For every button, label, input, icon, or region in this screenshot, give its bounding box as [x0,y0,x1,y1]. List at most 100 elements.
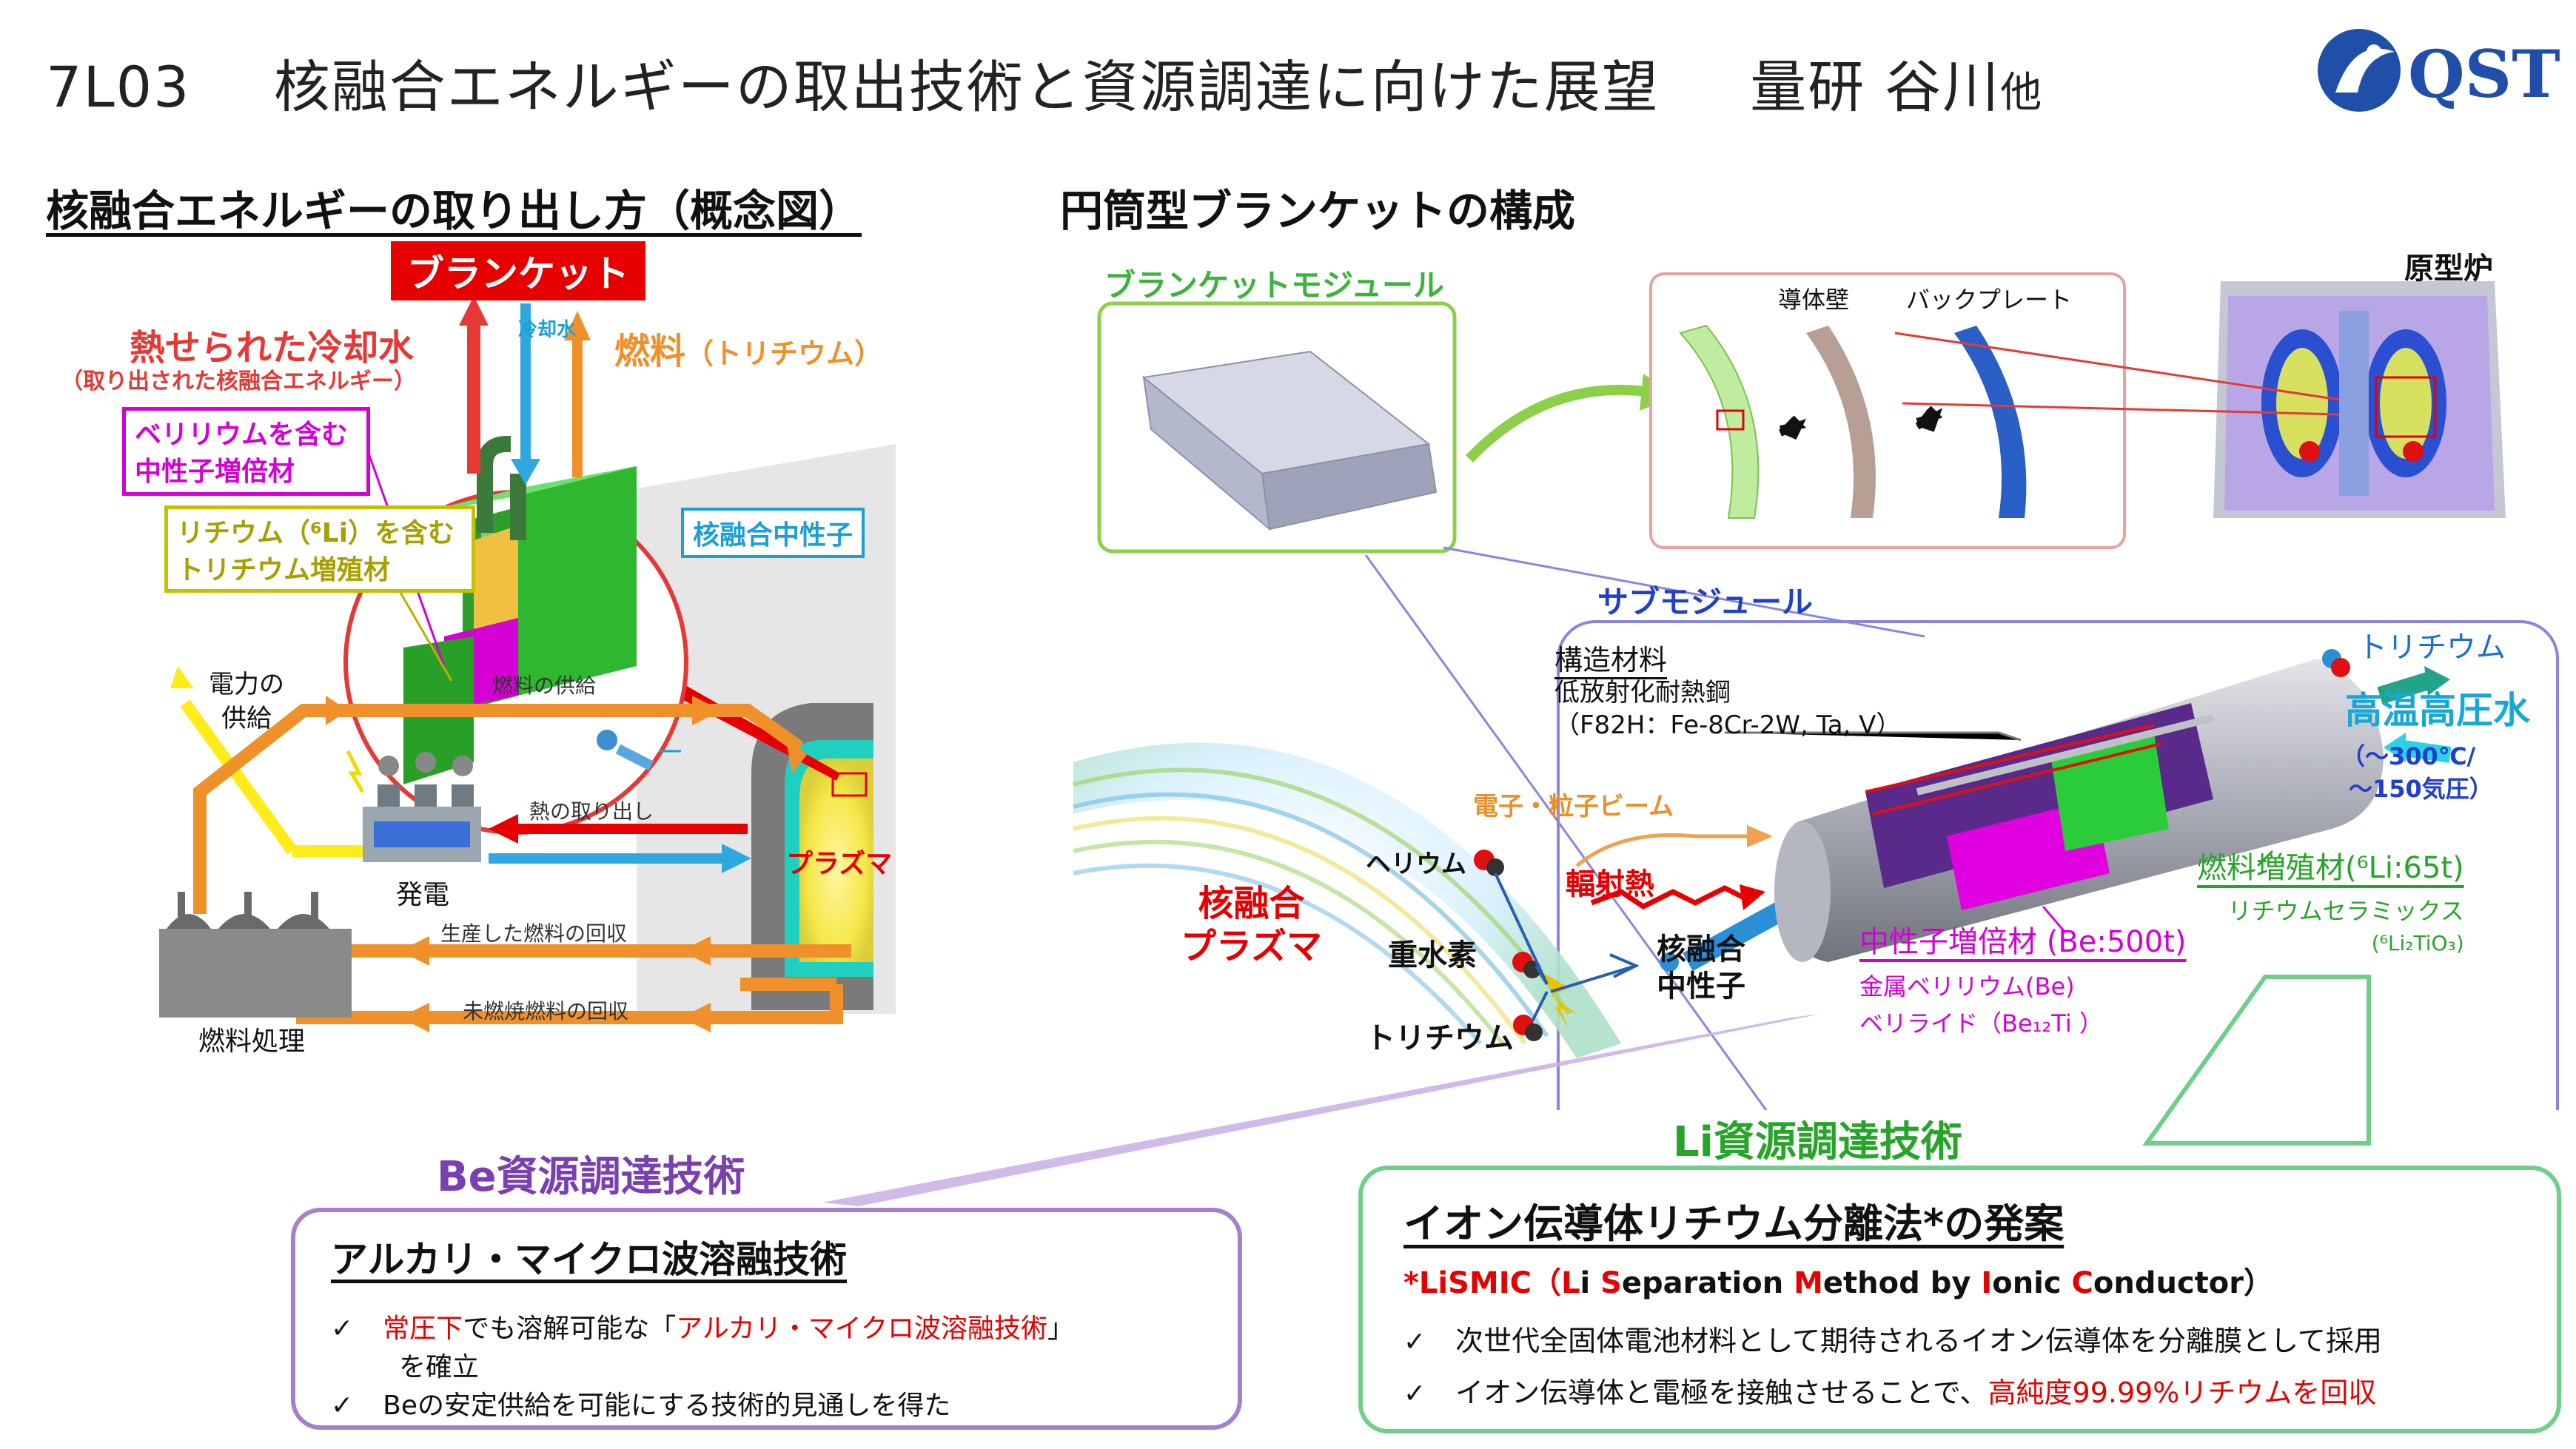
tritium-label: トリチウム [1366,1021,1514,1055]
li-bullet-1: ✓ 次世代全固体電池材料として期待されるイオン伝導体を分離膜として採用 [1403,1318,2382,1359]
lismic-L: L [1560,1266,1580,1300]
structural-heading: 構造材料 [1554,644,1668,676]
be-bullet-1: ✓常圧下でも溶解可能な「アルカリ・マイクロ波溶融技術」 [331,1307,1074,1345]
lithium-box-line2: トリチウム増殖材 [177,555,391,585]
back-plate-label: バックプレート [1906,286,2073,314]
structural-material-label: 構造材料 低放射化耐熱鋼 （F82H：Fe-8Cr-2W, Ta, V） [1554,644,1901,742]
breeder-line2: (⁶Li₂TiO₃) [2371,931,2464,955]
structural-line2: （F82H：Fe-8Cr-2W, Ta, V） [1554,710,1902,740]
multiplier-heading: 中性子増倍材 (Be:500t) [1859,925,2187,959]
heat-extract-label: 熱の取り出し [529,799,654,824]
power-gen-label: 発電 [396,880,450,910]
power-supply-line2: 供給 [221,704,272,733]
be-bullet-1-mid: でも溶解可能な「 [463,1314,677,1344]
title-author: 量研 谷川 [1750,54,2001,120]
title-text: 核融合エネルギーの取出技術と資源調達に向けた展望 [273,54,1660,120]
check-icon: ✓ [1403,1379,1426,1409]
lismic-i: i [1580,1266,1601,1300]
li-bullet-1-text: 次世代全固体電池材料として期待されるイオン伝導体を分離膜として採用 [1455,1325,2382,1357]
fusion-plasma-line1: 核融合 [1198,883,1305,924]
plasma-core [799,759,873,962]
multiplier-line1: 金属ベリリウム(Be) [1859,972,2075,1001]
fusion-plasma-label: 核融合 プラズマ [1181,882,1322,968]
be-panel: アルカリ・マイクロ波溶融技術 ✓常圧下でも溶解可能な「アルカリ・マイクロ波溶融技… [291,1208,1242,1430]
recover-produced-label: 生産した燃料の回収 [440,921,628,946]
submodule-label: サブモジュール [1597,584,1814,620]
structural-line1: 低放射化耐熱鋼 [1554,678,1731,707]
check-icon: ✓ [1403,1327,1426,1357]
li-bullet-2: ✓ イオン伝導体と電極を接触させることで、高純度99.99%リチウムを回収 [1403,1370,2376,1411]
lismic-C: C [2071,1266,2093,1300]
water-condition-line1: （～300℃/ [2341,742,2476,770]
li-panel: イオン伝導体リチウム分離法*の発案 *LiSMIC（Li Separation … [1358,1166,2561,1433]
first-wall-label: 導体壁 [1778,286,1850,314]
lismic-S: S [1600,1266,1622,1300]
fuel-label: 燃料（トリチウム） [614,322,882,374]
be-bullet-2-text: Beの安定供給を可能にする技術的見通しを得た [383,1391,951,1421]
beam-label: 電子・粒子ビーム [1473,792,1674,821]
fuel-label-main: 燃料 [614,331,686,372]
left-heading: 核融合エネルギーの取り出し方（概念図） [46,186,862,236]
li-panel-subheading: イオン伝導体リチウム分離法*の発案 [1403,1200,2065,1247]
lithium-box-line1: リチウム（⁶Li）を含む [177,518,455,548]
li-panel-heading: Li資源調達技術 [1673,1118,1962,1166]
hot-water-sub-label: （取り出された核融合エネルギー） [61,369,416,394]
multiplier-label: 中性子増倍材 (Be:500t) 金属ベリリウム(Be) ベリライド（Be₁₂T… [1859,918,2186,1039]
plasma-label: プラズマ [786,849,893,879]
be-bullet-1-end: 」 [1047,1314,1075,1344]
hot-water-label: 熱せられた冷却水 [130,327,415,369]
lismic-M: M [1794,1266,1823,1300]
neutron-label: 核融合中性子 [681,508,865,558]
be-bullet-1-red2: アルカリ・マイクロ波溶融技術 [676,1314,1048,1344]
recover-unburned-label: 未燃焼燃料の回収 [463,999,629,1023]
prototype-label: 原型炉 [2404,252,2493,286]
deuterium-label: 重水素 [1388,938,1477,972]
hot-pressure-water-label: 高温高圧水 [2345,689,2530,732]
radiant-heat-label: 輻射熱 [1566,867,1654,901]
breeder-line1: リチウムセラミックス [2227,897,2464,925]
lismic-onic: onic [1992,1266,2072,1300]
power-supply-line1: 電力の [209,670,284,699]
lismic-ethod: ethod by [1822,1266,1982,1300]
breeder-heading: 燃料増殖材(⁶Li:65t) [2197,851,2464,885]
coolant-label: 冷却水 [518,319,577,341]
fuel-supply-label: 燃料の供給 [492,673,597,698]
blanket-structure-diagram [1073,272,2559,1110]
fusion-neutron-label: 核融合 中性子 [1657,931,1745,1005]
beryllium-box-line1: ベリリウムを含む [135,420,349,450]
li-bullet-2-text: イオン伝導体と電極を接触させることで、 [1455,1376,1988,1409]
lithium-box: リチウム（⁶Li）を含む トリチウム増殖材 [164,505,475,593]
breeder-label: 燃料増殖材(⁶Li:65t) リチウムセラミックス (⁶Li₂TiO₃) [2197,844,2464,955]
lismic-I: I [1981,1266,1993,1300]
prototype-reactor-image [2213,281,2506,518]
submodule-box [1557,620,2559,1110]
fusion-plasma-line2: プラズマ [1181,926,1323,967]
be-bullet-2: ✓ Beの安定供給を可能にする技術的見通しを得た [331,1384,950,1422]
fuel-label-sub: （トリチウム） [685,337,883,370]
be-panel-subheading: アルカリ・マイクロ波溶融技術 [331,1238,847,1281]
fusion-neutron-line2: 中性子 [1657,969,1745,1003]
multiplier-line2: ベリライド（Be₁₂Ti ） [1859,1009,2103,1038]
helium-label: ヘリウム [1366,850,1466,879]
check-icon: ✓ [331,1314,354,1344]
title-author-suffix: 他 [2000,69,2044,117]
fuel-processing-plant [159,929,352,1018]
blanket-tag-text: ブランケット [407,252,629,295]
qst-logo: QST [2313,22,2560,118]
energy-extraction-diagram [159,296,896,1032]
beryllium-box: ベリリウムを含む 中性子増倍材 [122,407,370,496]
module-label: ブランケットモジュール [1104,267,1445,303]
lismic-star: *LiSMIC（ [1403,1266,1561,1300]
qst-logo-icon [2318,29,2401,112]
li-bullet-2-red: 高純度99.99%リチウムを回収 [1988,1376,2377,1409]
blanket-tag: ブランケット [391,241,645,300]
beryllium-box-line2: 中性子増倍材 [135,457,295,487]
tritium-out-label: トリチウム [2358,631,2506,665]
check-icon: ✓ [331,1391,354,1421]
lismic-onductor: onductor） [2093,1266,2273,1300]
water-condition-label: （～300℃/ ～150気圧） [2341,740,2493,805]
water-condition-line2: ～150気圧） [2349,775,2493,803]
fuel-processing-label: 燃料処理 [198,1026,306,1057]
be-bullet-1-line2: を確立 [399,1352,480,1382]
page-title: 7L03 核融合エネルギーの取出技術と資源調達に向けた展望 量研 谷川他 [46,41,2043,123]
